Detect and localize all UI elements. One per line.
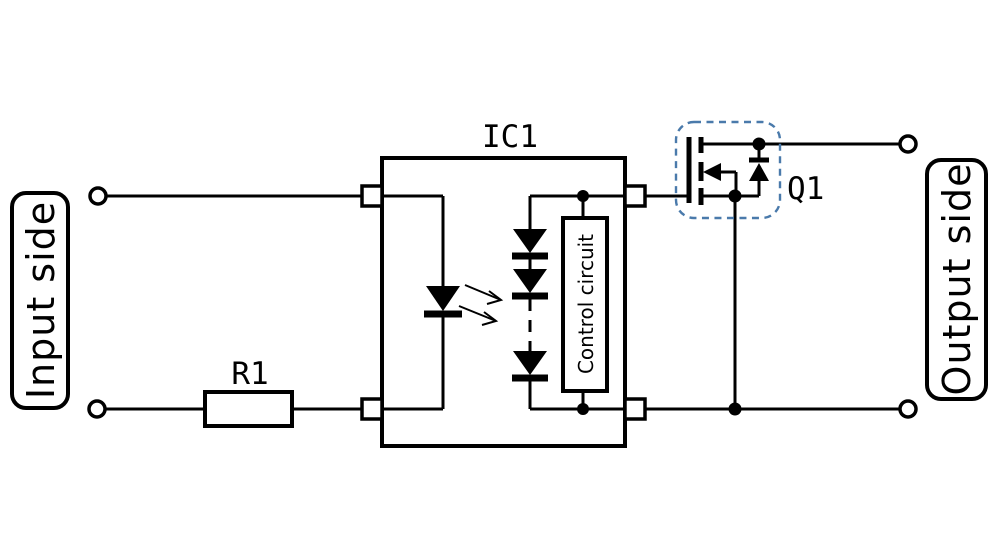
input-terminal-top-icon <box>88 186 108 206</box>
input-side-label: Input side <box>10 191 70 410</box>
body-diode-triangle <box>749 163 769 181</box>
led-triangle <box>426 286 460 311</box>
resistor-label: R1 <box>231 356 268 392</box>
light-arrow-1 <box>464 284 502 301</box>
resistor-r1: R1 <box>203 356 294 428</box>
control-circuit-label: Control circuit <box>574 234 598 374</box>
output-side-label-box <box>925 158 988 401</box>
ic-pin-out-bottom <box>623 397 647 421</box>
junction-dot <box>728 402 742 416</box>
input-side-label-text: Input side <box>19 201 63 399</box>
input-terminal-bottom-icon <box>87 399 107 419</box>
mosfet-q1: Q1 <box>674 120 824 220</box>
light-arrow-2 <box>458 305 497 322</box>
junction-dot <box>577 190 589 202</box>
ic1-package: IC1 <box>380 119 627 448</box>
body-diode-icon <box>749 144 769 196</box>
mosfet-symbol-icon <box>686 137 759 205</box>
output-terminal-top-icon <box>898 134 918 154</box>
photodiode-stack-icon <box>512 229 548 382</box>
ic-pin-cathode <box>360 397 384 421</box>
output-terminal-bottom-icon <box>898 399 918 419</box>
ic1-box <box>380 156 627 448</box>
output-side-label: Output side <box>925 158 988 401</box>
led-icon <box>424 286 462 318</box>
junction-dot <box>577 403 589 415</box>
mosfet-outline-dashed-box <box>674 120 782 220</box>
q1-label: Q1 <box>787 171 824 207</box>
mosfet-body-arrow <box>703 163 721 181</box>
light-emission-arrows-icon <box>458 284 504 326</box>
resistor-body-icon <box>203 390 294 428</box>
output-side-label-text: Output side <box>935 163 979 396</box>
light-arrow-1-head <box>486 290 504 305</box>
photodiode-2-triangle <box>513 269 547 293</box>
control-circuit-box <box>561 216 609 393</box>
input-side-label-box <box>10 191 70 410</box>
ic-pin-anode <box>360 184 384 208</box>
ic1-label: IC1 <box>482 119 538 155</box>
light-arrow-2-head <box>481 311 499 326</box>
ic-pin-out-top <box>623 184 647 208</box>
control-circuit-block: Control circuit <box>561 216 609 393</box>
photodiode-3-triangle <box>513 351 547 375</box>
photodiode-1-triangle <box>513 229 547 253</box>
